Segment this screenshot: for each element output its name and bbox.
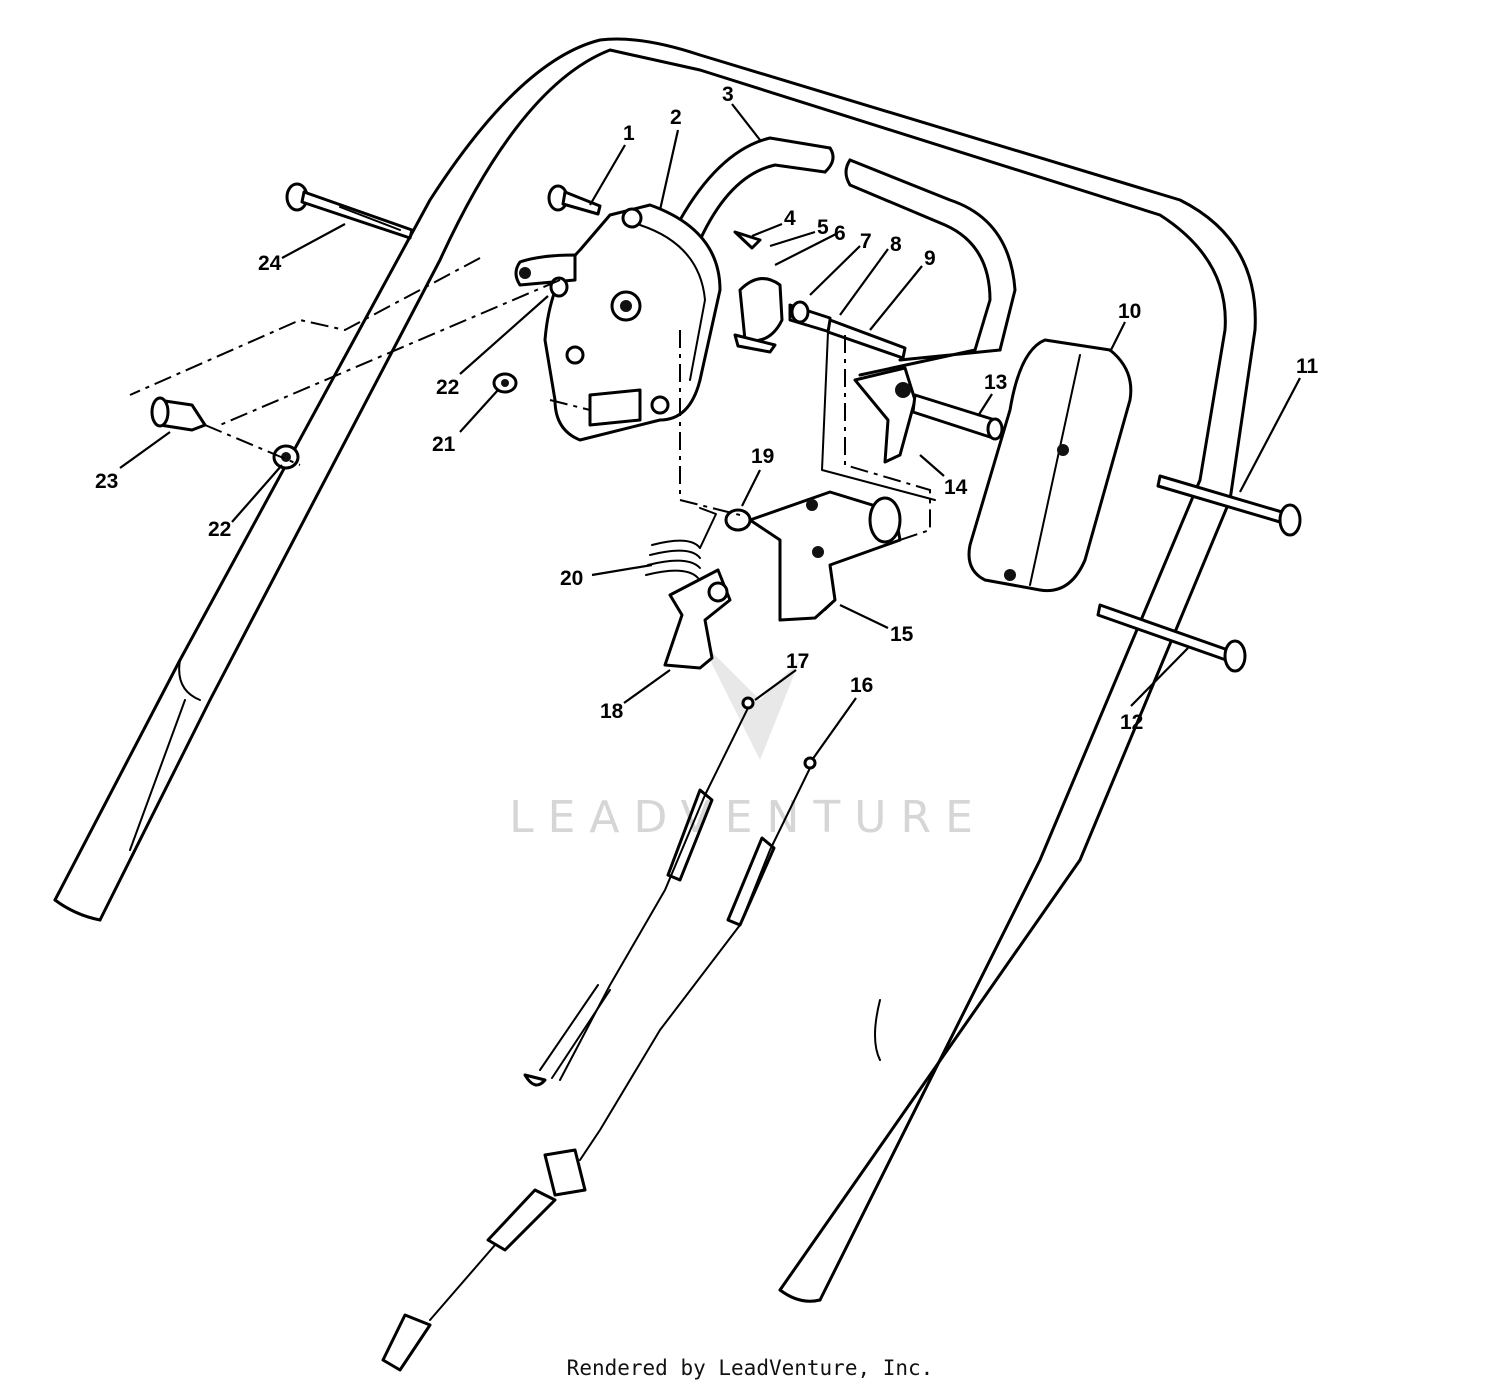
- cable-16: [381, 756, 817, 1372]
- callout-8: 8: [890, 233, 902, 256]
- callout-14: 14: [944, 476, 968, 499]
- callout-4: 4: [784, 207, 796, 230]
- assembly-lines: [129, 257, 931, 541]
- callout-2: 2: [670, 106, 682, 129]
- callout-21: 21: [432, 433, 456, 456]
- control-bail: [678, 136, 1017, 377]
- watermark-text: LEADVENTURE: [509, 792, 987, 843]
- callout-16: 16: [850, 674, 873, 697]
- callout-20: 20: [560, 567, 583, 590]
- callout-3: 3: [722, 83, 734, 106]
- callout-17: 17: [786, 650, 809, 673]
- callout-24: 24: [258, 252, 282, 275]
- callout-13: 13: [984, 371, 1007, 394]
- callout-9: 9: [924, 247, 936, 270]
- callout-12: 12: [1120, 711, 1143, 734]
- arm-14: [853, 366, 1004, 464]
- callout-22-upper: 22: [436, 376, 459, 399]
- callout-6: 6: [834, 222, 846, 245]
- callout-15: 15: [890, 623, 914, 646]
- callout-1: 1: [623, 122, 635, 145]
- lever-18: [663, 568, 732, 670]
- spring-20: [645, 507, 717, 579]
- callout-22-lower: 22: [208, 518, 231, 541]
- bolt-11: [1156, 474, 1302, 537]
- right-housing-cover: [967, 338, 1133, 593]
- callout-labels: 1 2 3 4 5 6 7 8 9 10 11 12 13 14 15 16 1…: [95, 83, 1319, 734]
- handle-tube: [53, 37, 1257, 1303]
- washer-19: [724, 508, 752, 532]
- callout-5: 5: [817, 216, 829, 239]
- control-housing: [514, 203, 722, 442]
- callout-10: 10: [1118, 300, 1141, 323]
- bolt-24: [285, 182, 414, 240]
- callout-18: 18: [600, 700, 624, 723]
- cable-17: [523, 696, 755, 1087]
- leader-lines: [119, 103, 1301, 761]
- bolt-12: [1096, 603, 1247, 673]
- callout-19: 19: [751, 445, 774, 468]
- small-hardware: [150, 276, 569, 470]
- watermark: LEADVENTURE: [509, 640, 987, 843]
- callout-7: 7: [860, 230, 872, 253]
- bolt-1: [547, 184, 602, 216]
- footer-credit: Rendered by LeadVenture, Inc.: [566, 1356, 934, 1380]
- callout-23: 23: [95, 470, 118, 493]
- bracket-15: [748, 490, 902, 622]
- callout-11: 11: [1296, 355, 1319, 378]
- linkage-parts: [733, 230, 936, 501]
